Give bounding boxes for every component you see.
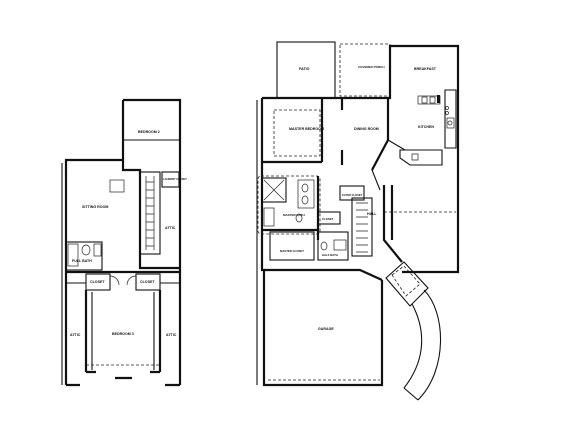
attic-bottom-right-label: ATTIC: [166, 333, 177, 337]
half-bath-label: HALF BATH: [322, 253, 338, 257]
full-bath-label: FULL BATH: [72, 259, 92, 263]
bedroom-3-label: BEDROOM 3: [112, 332, 134, 336]
main-stair: [351, 197, 373, 257]
bedroom3-inner-wall: [91, 292, 155, 370]
garage-wall: [264, 268, 383, 282]
master-bath-highlight: [257, 175, 321, 235]
foyer-closet-wall: [339, 185, 365, 201]
attic-right-label: ATTIC: [165, 226, 176, 230]
upper-stair: [139, 171, 161, 255]
closet-left-label: CLOSET: [90, 280, 105, 284]
hall-wall: [382, 185, 403, 263]
master-closet-label: MASTER CLOSET: [280, 249, 304, 253]
master-bath-wall: [262, 176, 320, 240]
patio-label: PATIO: [299, 67, 310, 71]
attic-bottom-left-label: ATTIC: [70, 333, 81, 337]
master-closet-wall: [269, 231, 315, 261]
master-bath-label: MASTER BATH: [283, 213, 305, 217]
entry-porch: [385, 261, 442, 401]
sitting-room-column: [109, 179, 125, 193]
covered-porch-outline: [339, 43, 391, 97]
closet-door-swings: [109, 275, 137, 286]
kitchen-island: [399, 149, 443, 166]
closet-label: CLOSET: [322, 217, 334, 221]
master-bedroom-wall: [262, 98, 324, 164]
master-bedroom-tray: [273, 109, 321, 157]
laundry-closet-wall: [161, 171, 180, 188]
upper-floor-bottom-wall: [66, 268, 182, 387]
kitchen-label: KITCHEN: [418, 125, 434, 129]
master-bath-fixtures: [261, 177, 315, 227]
main-floor-outer-wall: [260, 44, 460, 387]
breakfast-label: BREAKFAST: [414, 67, 437, 71]
upper-floor-plan: BEDROOM 2 LAUNDRY CLOSET SITTING ROOM AT…: [61, 98, 187, 387]
closet-right-label: CLOSET: [140, 280, 155, 284]
hall-label: HALL: [367, 212, 377, 216]
closet-wall: [317, 211, 341, 225]
closet-right-wall: [135, 273, 161, 291]
master-bedroom-label: MASTER BEDROOM: [289, 127, 324, 131]
bedroom3-wall: [84, 290, 162, 380]
dining-room-wall: [340, 98, 390, 171]
sitting-room-label: SITTING ROOM: [82, 205, 108, 209]
kitchen-counters: [417, 89, 457, 149]
bedroom-2-label: BEDROOM 2: [138, 130, 160, 134]
dining-room-label: DINING ROOM: [354, 127, 379, 131]
full-bath-fixtures: [65, 241, 103, 271]
covered-porch-label: COVERED PORCH: [358, 65, 385, 69]
half-bath-fixtures: [317, 231, 349, 261]
foyer-closet-label: FOYER CLOSET: [342, 193, 363, 197]
closet-left-wall: [85, 273, 111, 291]
dining-room-angle: [371, 139, 406, 191]
laundry-closet-label: LAUNDRY CLOSET: [163, 177, 187, 181]
main-floor-plan: PATIO COVERED PORCH BREAKFAST MASTER BED…: [256, 41, 460, 401]
garage-label: GARAGE: [318, 327, 334, 331]
